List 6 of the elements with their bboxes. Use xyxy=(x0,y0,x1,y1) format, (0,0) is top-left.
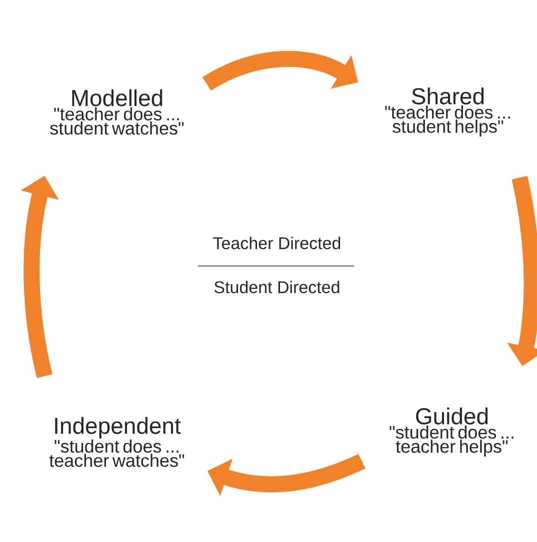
stage-text: Modelled "teacher does ... student watches" xyxy=(50,89,184,135)
stage-text: Shared "teacher does ... student helps" xyxy=(385,88,510,136)
center-label: Teacher Directed xyxy=(213,236,340,250)
stage-text: Independent "student does ... teacher watches" xyxy=(49,417,184,467)
stage-text: Guided "student does ... teacher helps" xyxy=(390,408,514,456)
center-label: Student Directed xyxy=(214,280,340,294)
